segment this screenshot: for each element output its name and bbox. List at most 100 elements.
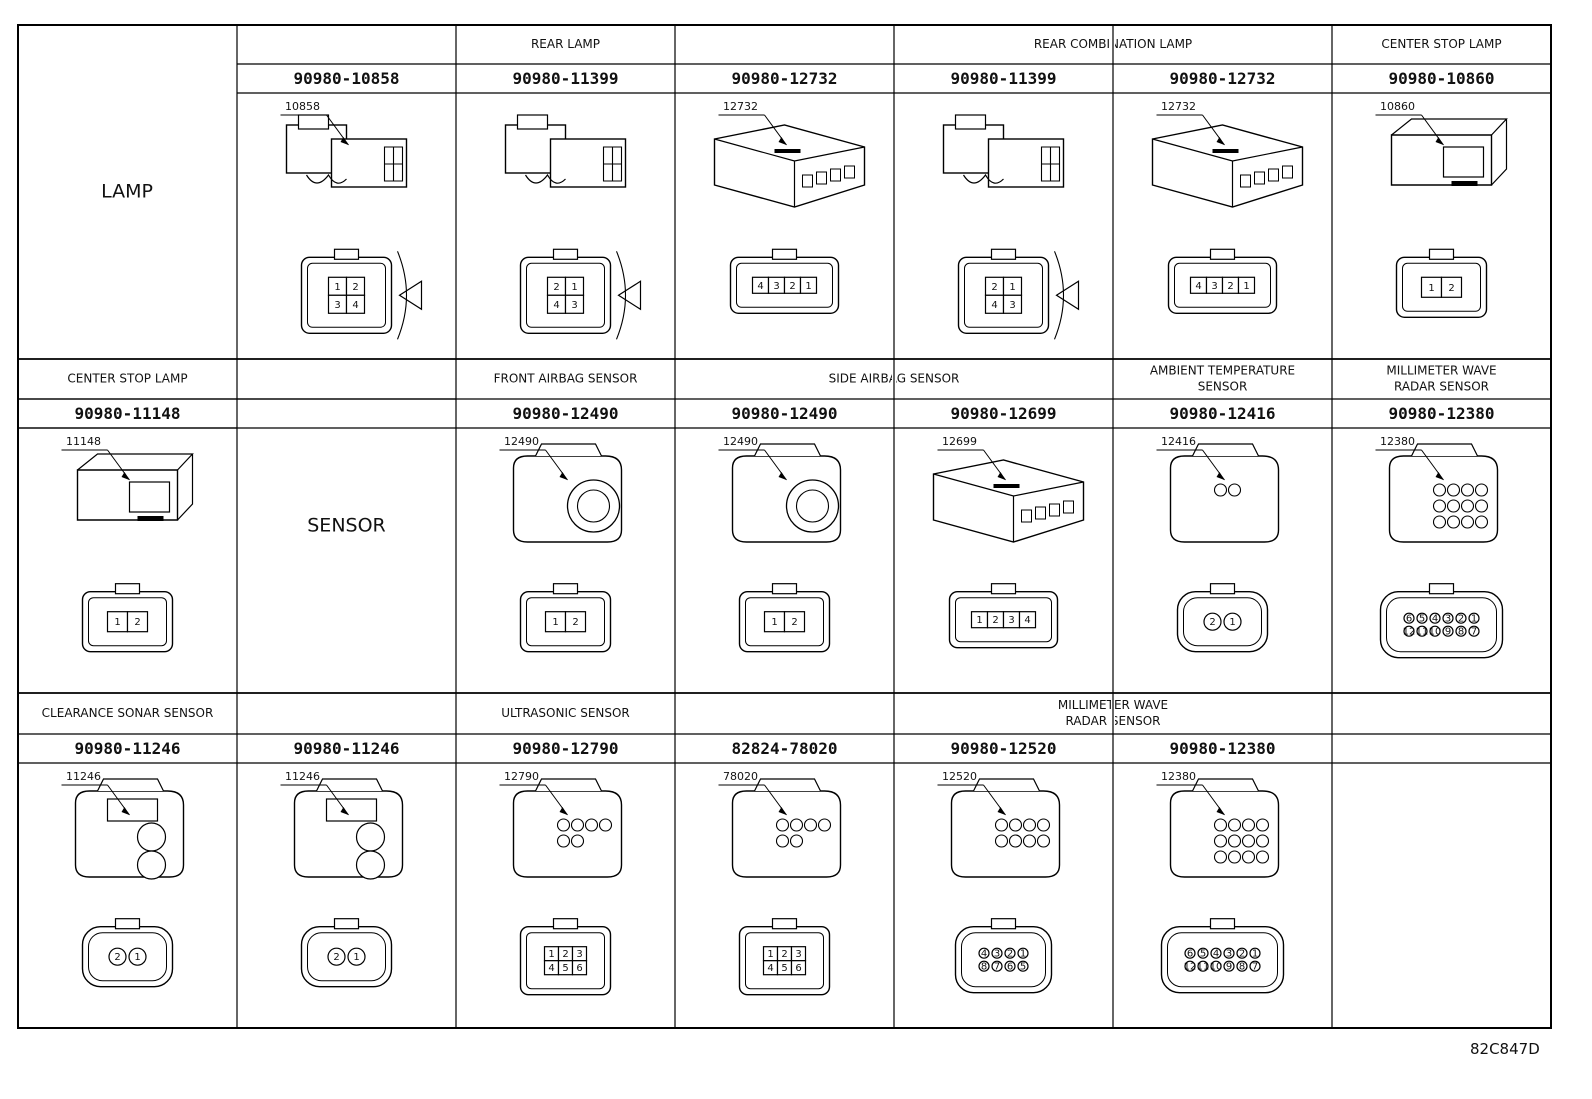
part-number: 90980-12380 <box>1389 404 1495 423</box>
terminal-hole <box>775 818 790 832</box>
connector-face-inner <box>1167 932 1278 988</box>
pin-cavity <box>1442 612 1454 624</box>
terminal-hole <box>1213 834 1228 848</box>
connector-plug <box>987 138 1065 188</box>
clip-arrow <box>617 280 642 311</box>
lock-lever <box>990 248 1017 260</box>
callout-arrow <box>778 137 787 145</box>
pin-cavity <box>1223 612 1242 631</box>
terminal-hole <box>1227 483 1242 497</box>
pin-cavity <box>1203 612 1222 631</box>
pin-number: 1 <box>1229 617 1235 628</box>
pin-number: 2 <box>134 617 140 628</box>
connector-face <box>1379 591 1504 659</box>
callout-label: 11246 <box>66 770 101 783</box>
part-number: 90980-12490 <box>732 404 838 423</box>
pin-number: 1 <box>134 952 140 963</box>
pin-number: 2 <box>333 952 339 963</box>
connector-face <box>1176 591 1269 653</box>
marking-bar <box>1212 149 1239 153</box>
terminal-hole <box>1446 515 1461 529</box>
terminal-hole <box>789 834 804 848</box>
terminal-hole <box>1474 499 1489 513</box>
connector-face-inner <box>307 262 386 328</box>
connector-face-inner <box>955 597 1052 643</box>
housing-edge <box>77 453 194 521</box>
terminal-slot <box>802 174 813 188</box>
terminal-hole <box>789 818 804 832</box>
terminal-window <box>602 146 623 182</box>
pin-cavity <box>799 276 818 294</box>
terminal-ring-inner <box>795 489 830 523</box>
pin-number: 1 <box>1252 949 1258 960</box>
part-number: 90980-12416 <box>1170 404 1276 423</box>
terminal-hole <box>775 834 790 848</box>
pin-number: 5 <box>1200 949 1206 960</box>
terminal-window <box>1442 146 1485 178</box>
terminal-hole <box>570 834 585 848</box>
group-title: REAR LAMP <box>531 37 600 51</box>
pin-cavity <box>991 947 1003 959</box>
pin-number: 2 <box>572 617 578 628</box>
pin-cavity <box>1004 960 1016 972</box>
connector-plug <box>330 138 408 188</box>
clip-hook <box>524 173 566 184</box>
terminal-hole <box>570 818 585 832</box>
pin-number: 2 <box>114 952 120 963</box>
terminal-ring <box>136 850 167 880</box>
terminal-hole <box>1213 850 1228 864</box>
group-title: MILLIMETER WAVE <box>1386 364 1496 378</box>
group-title: CENTER STOP LAMP <box>67 372 187 386</box>
terminal-window <box>128 481 171 513</box>
clip-arc <box>615 251 627 340</box>
connector-housing <box>1169 455 1280 543</box>
clip-arc <box>1053 251 1065 340</box>
pin-cavity <box>1018 611 1037 629</box>
pin-cavity <box>345 294 366 314</box>
pin-number: 4 <box>1213 949 1219 960</box>
terminal-slot <box>1035 506 1046 520</box>
pin-number: 7 <box>1252 962 1258 973</box>
lock-tab <box>516 114 549 130</box>
lock-lever <box>552 248 579 260</box>
pin-cavity <box>1429 612 1441 624</box>
callout-label: 12490 <box>723 435 758 448</box>
part-number: 90980-10858 <box>294 69 400 88</box>
group-title: ULTRASONIC SENSOR <box>501 706 630 720</box>
callout-arrow <box>559 472 568 480</box>
callout-label: 12520 <box>942 770 977 783</box>
pin-number: 8 <box>1239 962 1245 973</box>
callout-arrow <box>340 137 349 145</box>
pin-number: 7 <box>994 962 1000 973</box>
terminal-hole <box>1036 818 1051 832</box>
part-number: 90980-11399 <box>513 69 619 88</box>
pin-cavity <box>978 960 990 972</box>
pin-number: 1 <box>571 282 577 293</box>
callout-arrow <box>1216 137 1225 145</box>
pin-number: 6 <box>576 963 582 974</box>
terminal-slot <box>1021 509 1032 523</box>
pin-cavity <box>1210 960 1222 972</box>
pin-number: 8 <box>1458 627 1464 638</box>
group-title: RADAR SENSOR <box>1394 380 1489 394</box>
pin-cavity <box>1440 276 1463 298</box>
terminal-ring <box>136 822 167 852</box>
category-cell <box>238 361 455 691</box>
terminal-hole <box>1008 818 1023 832</box>
terminal-slot <box>830 168 841 182</box>
lock-lever <box>114 918 141 930</box>
housing-edge <box>1391 118 1508 186</box>
pin-number: 5 <box>562 963 568 974</box>
connector-face-inner <box>1402 262 1481 312</box>
terminal-hole <box>994 834 1009 848</box>
pin-cavity <box>1017 960 1029 972</box>
pin-number: 3 <box>571 300 577 311</box>
pin-cavity <box>1017 947 1029 959</box>
connector-face-inner <box>88 597 167 647</box>
connector-face <box>1160 926 1285 994</box>
